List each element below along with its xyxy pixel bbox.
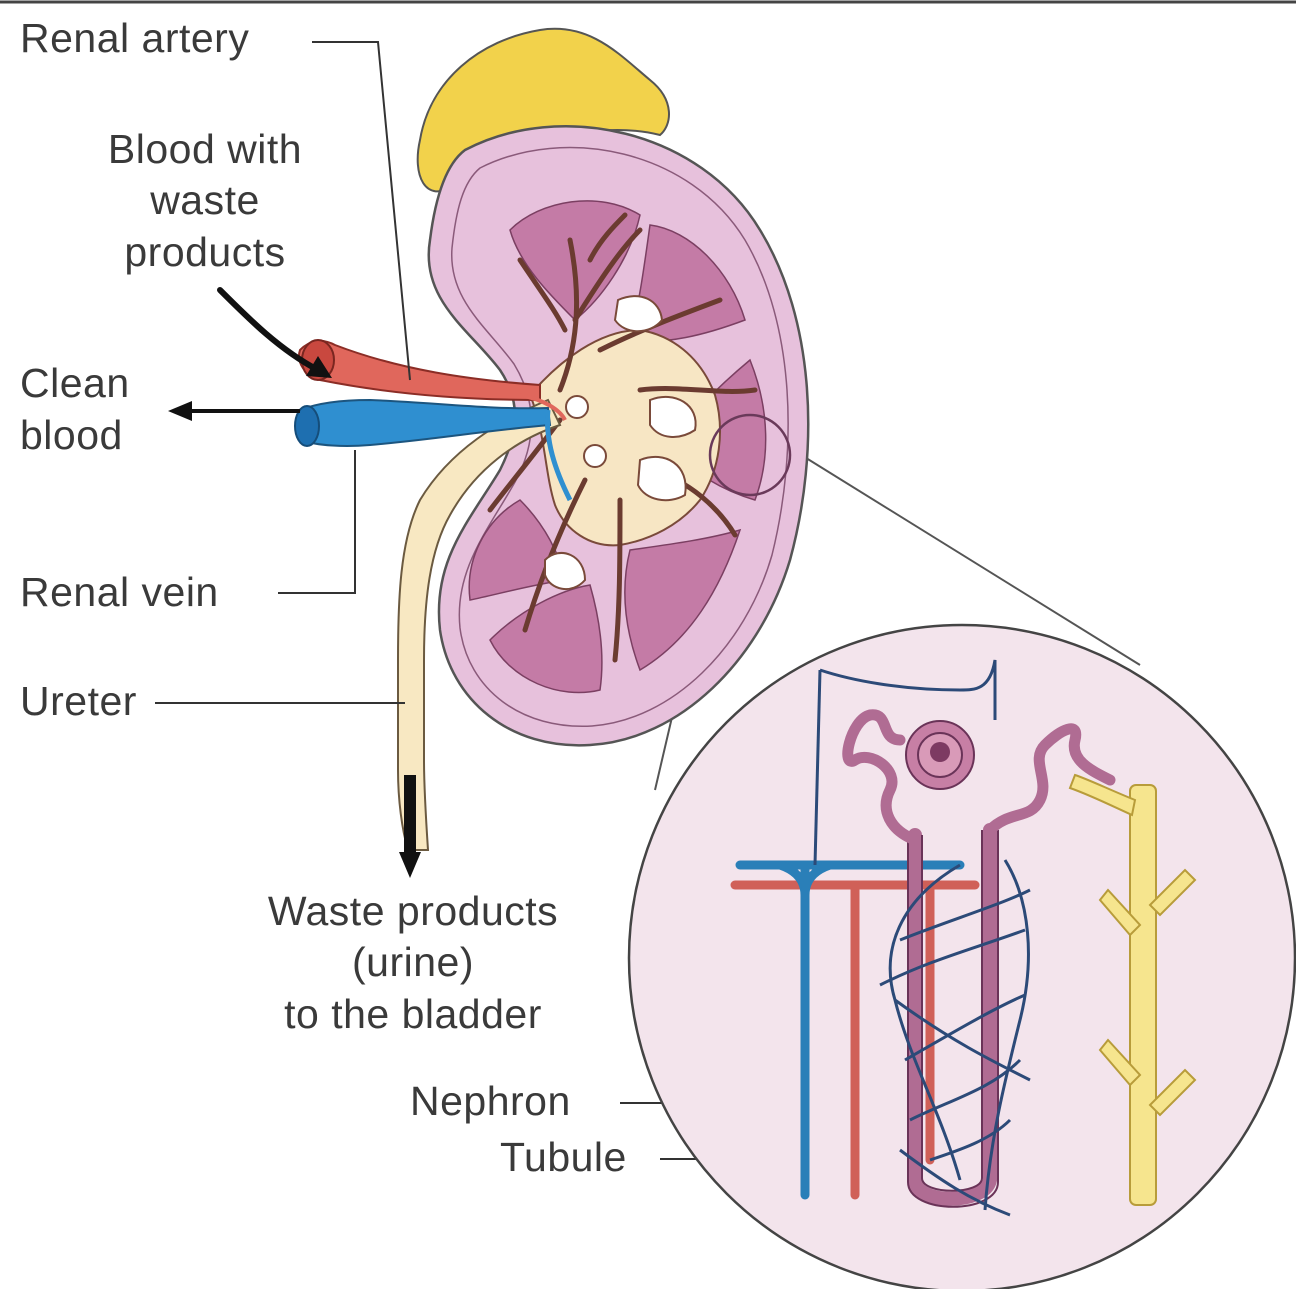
label-nephron: Nephron bbox=[410, 1078, 571, 1124]
renal-vein-leader bbox=[278, 450, 355, 593]
renal-artery-leader bbox=[312, 42, 410, 380]
label-waste-urine-line3: to the bladder bbox=[284, 991, 542, 1037]
label-clean-blood-line2: blood bbox=[20, 412, 123, 458]
label-renal-artery: Renal artery bbox=[20, 15, 249, 61]
label-waste-urine-line1: Waste products bbox=[268, 888, 558, 934]
label-blood-with-waste-line3: products bbox=[124, 229, 285, 275]
label-ureter: Ureter bbox=[20, 678, 137, 724]
label-tubule: Tubule bbox=[500, 1134, 627, 1180]
urine-arrow bbox=[404, 775, 416, 855]
blood-in-arrow bbox=[220, 290, 318, 370]
label-waste-urine-line2: (urine) bbox=[352, 939, 474, 985]
label-clean-blood-line1: Clean bbox=[20, 360, 130, 406]
label-blood-with-waste-line2: waste bbox=[149, 177, 260, 223]
label-renal-vein: Renal vein bbox=[20, 569, 219, 615]
label-blood-with-waste-line1: Blood with bbox=[108, 126, 302, 172]
